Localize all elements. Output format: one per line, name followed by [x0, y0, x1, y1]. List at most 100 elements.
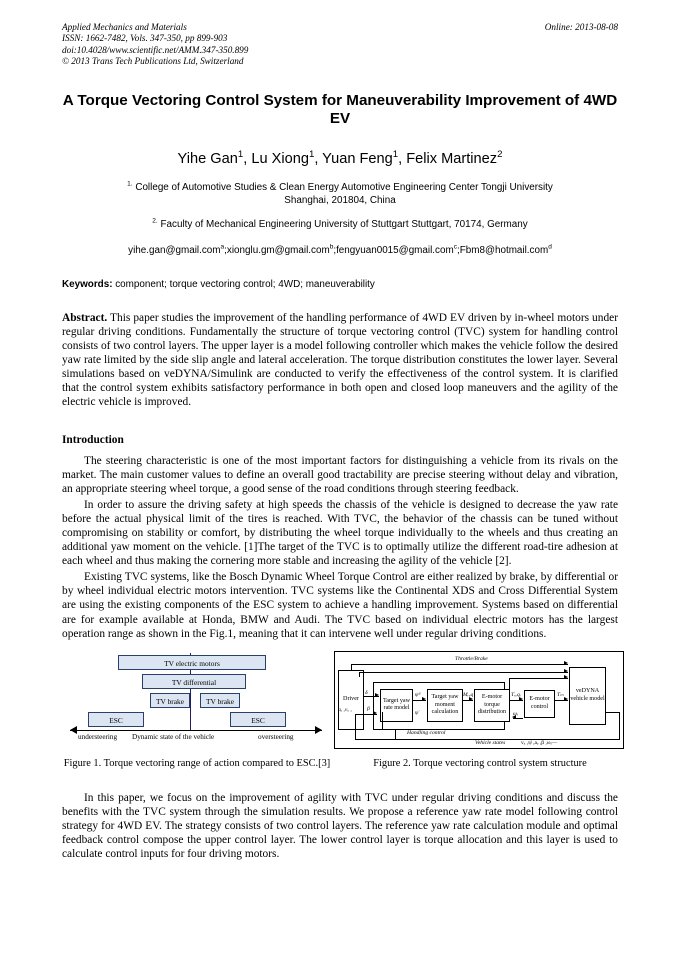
figure2-label-vehicle-states: Vehicle states: [475, 739, 506, 746]
figure1-caption: Figure 1. Torque vectoring range of acti…: [63, 757, 331, 769]
intro-closing-paragraph: In this paper, we focus on the improveme…: [62, 791, 618, 861]
figure2-box-target-yaw-moment-calculation: Target yaw moment calculation: [427, 688, 463, 722]
figure2-arrowhead-throttle-icon: [564, 661, 568, 666]
figure1-arrow-left-icon: [70, 726, 77, 735]
figure-2: Driver Target yaw rate model Target yaw …: [334, 650, 624, 749]
figure2-arrow-line-1: [413, 699, 426, 701]
keywords-label: Keywords:: [62, 278, 113, 290]
figure2-arrowhead-second-icon: [564, 669, 568, 674]
abstract-block: Abstract. This paper studies the improve…: [62, 311, 618, 410]
figure2-arrow-line-3: [510, 699, 523, 701]
keywords-line: Keywords: component; torque vectoring co…: [62, 279, 618, 290]
email-list: yihe.gan@gmail.coma;xionglu.gm@gmail.com…: [128, 243, 552, 256]
figure2-arrowhead-driver-icon: [375, 693, 379, 698]
email: xionglu.gm@gmail.comb: [226, 243, 334, 256]
figure2-box-emotor-torque-distribution: E-motor torque distribution: [474, 688, 510, 722]
email-marker: a: [220, 243, 225, 251]
figure1-label-understeering: understeering: [78, 732, 118, 741]
abstract-label: Abstract.: [62, 311, 108, 324]
author: Lu Xiong1: [251, 148, 315, 167]
figure2-label-delta: δ: [365, 689, 368, 696]
author-list: Yihe Gan1, Lu Xiong1, Yuan Feng1, Felix …: [177, 148, 503, 167]
figure1-center-line: [190, 652, 191, 730]
figure1-box-tv-brake-right: TV brake: [200, 692, 240, 708]
affiliation-text: College of Automotive Studies & Clean En…: [135, 181, 553, 193]
figure1-box-esc-left: ESC: [88, 711, 144, 727]
affiliation-marker: 2.: [152, 218, 158, 226]
figure2-arrowhead-3-icon: [519, 697, 523, 702]
figure1-box-tv-brake-left: TV brake: [150, 692, 190, 708]
author: Yuan Feng1: [322, 148, 399, 167]
figure2-feedback-right: [619, 711, 620, 740]
figure2-arrowhead-third-icon: [564, 675, 568, 680]
figure2-label-omega-i: ωᵢ: [513, 710, 518, 717]
journal-header-left: Applied Mechanics and Materials ISSN: 16…: [62, 22, 442, 68]
keywords-text: component; torque vectoring control; 4WD…: [112, 278, 375, 290]
figure1-axis: [70, 729, 322, 731]
figure2-caption: Figure 2. Torque vectoring control syste…: [373, 757, 587, 769]
affiliation-2: 2. Faculty of Mechanical Engineering Uni…: [62, 218, 618, 231]
figure2-label-m-req: Mᵣₑq: [463, 691, 474, 698]
section-heading-introduction: Introduction: [62, 433, 124, 446]
figure2-third-stub: [509, 677, 510, 690]
figure2-box-driver: Driver: [338, 669, 364, 730]
figure1-box-esc-right: ESC: [230, 711, 286, 727]
figure2-throttle-line: [351, 663, 568, 665]
affiliation-1: 1. College of Automotive Studies & Clean…: [62, 181, 618, 208]
email: yihe.gan@gmail.coma: [128, 243, 225, 256]
affiliation-city: Shanghai, 201804, China: [284, 195, 396, 207]
figure2-handling-group-top: [373, 681, 505, 683]
figure2-second-line: [359, 671, 568, 673]
journal-issn: ISSN: 1662-7482, Vols. 347-350, pp 899-9…: [62, 33, 228, 44]
page-content: Applied Mechanics and Materials ISSN: 16…: [62, 22, 624, 861]
email-marker: b: [329, 243, 334, 251]
figure2-label-handling-control: Handling control: [407, 729, 446, 736]
figure2-feedback-to-driver: [355, 713, 377, 715]
figure2-label-t-req: Tᵣₑqᵢ: [511, 691, 521, 698]
figure2-label-beta: β: [367, 705, 370, 712]
affiliation-marker: 1.: [127, 180, 133, 188]
journal-name: Applied Mechanics and Materials: [62, 22, 187, 32]
figure2-arrow-line-driver: [364, 695, 379, 697]
figure2-second-stub: [359, 671, 360, 677]
figure1-arrow-right-icon: [315, 726, 322, 735]
email-marker: c: [453, 243, 457, 251]
author-affil-marker: 1: [308, 148, 315, 160]
figure2-label-throttle-brake: Throttle/Brake: [455, 655, 488, 662]
figure2-feedback-left: [355, 713, 356, 740]
figure2-label-driver-inputs: aᵧ ,vₓ ,: [338, 706, 352, 713]
figure2-feedback-bottom: [355, 738, 620, 740]
journal-header: Applied Mechanics and Materials ISSN: 16…: [62, 22, 618, 68]
figure1-label-oversteering: oversteering: [258, 732, 294, 741]
page-title: A Torque Vectoring Control System for Ma…: [62, 91, 618, 128]
figures-row: TV electric motors TV differential TV br…: [62, 650, 624, 753]
author: Yihe Gan1: [177, 148, 244, 167]
figure2-arrowhead-1-icon: [422, 697, 426, 702]
journal-copyright: © 2013 Trans Tech Publications Ltd, Swit…: [62, 56, 244, 67]
author: Felix Martinez2: [406, 148, 503, 167]
figure2-box-emotor-control: E-motor control: [524, 689, 555, 718]
intro-paragraph-2: In order to assure the driving safety at…: [62, 498, 618, 568]
journal-doi: doi:10.4028/www.scientific.net/AMM.347-3…: [62, 44, 249, 55]
figure2-omega-line: [513, 717, 523, 719]
email-marker: d: [548, 243, 552, 251]
author-affil-marker: 1: [392, 148, 399, 160]
figure2-handling-group-bottom: [373, 728, 505, 730]
online-date: Online: 2013-08-08: [544, 22, 618, 32]
figure2-label-psi-d: ψ̇ᵈ: [415, 691, 421, 698]
figure2-arrowhead-2-icon: [469, 697, 473, 702]
abstract-text: This paper studies the improvement of th…: [62, 311, 618, 409]
figure1-box-tv-electric-motors: TV electric motors: [118, 654, 266, 670]
figure2-feedback-out: [606, 711, 620, 713]
figure2-arrow-line-2: [463, 699, 473, 701]
figure2-label-psi: ψ̇: [415, 709, 419, 716]
figure2-feedback-branch-2: [382, 711, 383, 730]
figure2-arrowhead-omega-icon: [512, 715, 516, 720]
email: Fbm8@hotmail.comd: [459, 243, 552, 256]
figure2-feedback-branch: [395, 729, 396, 739]
figure-1: TV electric motors TV differential TV br…: [70, 652, 322, 749]
figure2-arrow-line-4: [555, 699, 568, 701]
figure2-third-line: [509, 677, 568, 679]
figure-captions: Figure 1. Torque vectoring range of acti…: [62, 757, 618, 789]
